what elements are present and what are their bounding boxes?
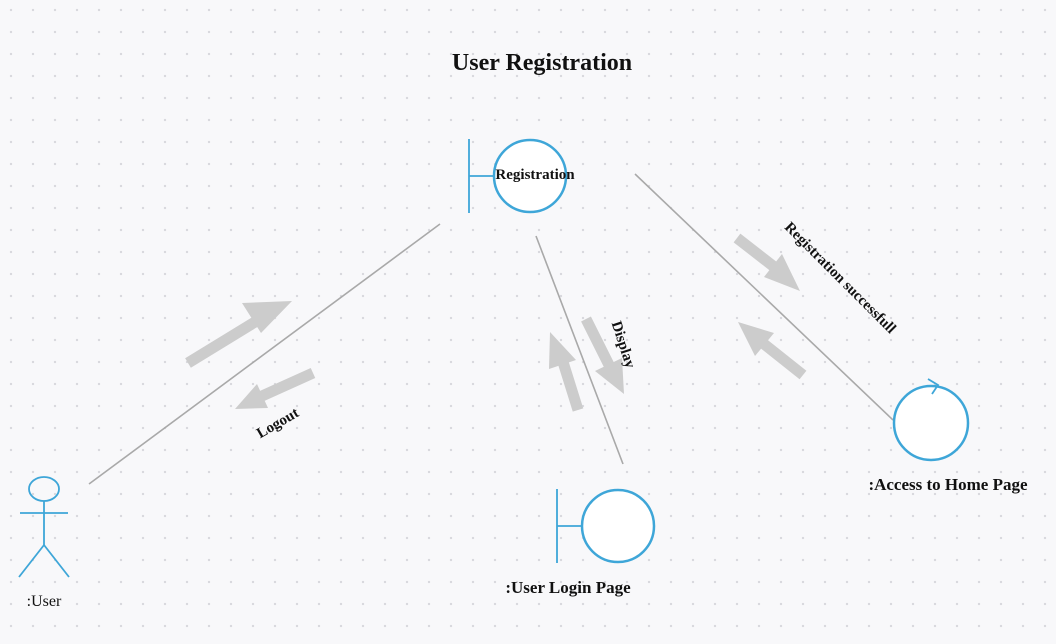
message-arrow-login-to-registration[interactable] xyxy=(549,332,584,412)
link-registration-login-page[interactable] xyxy=(535,235,624,465)
control-arrow-icon xyxy=(927,378,940,395)
link-registration-home-page[interactable] xyxy=(634,173,894,421)
node-home-page-label: :Access to Home Page xyxy=(868,475,1028,494)
link-user-registration[interactable] xyxy=(88,223,441,485)
boundary-icon xyxy=(580,488,656,564)
message-label-logout: Logout xyxy=(254,405,302,442)
message-arrow-home-to-registration[interactable] xyxy=(738,322,807,380)
node-login-page-label: :User Login Page xyxy=(505,578,631,597)
actor-head-icon xyxy=(28,476,60,502)
message-arrow-logout[interactable] xyxy=(235,367,316,409)
node-registration-label: Registration xyxy=(495,167,575,183)
message-arrow-display[interactable] xyxy=(581,316,624,394)
control-icon xyxy=(892,384,970,462)
actor-right-leg xyxy=(43,544,70,578)
node-login-page[interactable]: :User Login Page xyxy=(505,488,656,597)
diagram-title: User Registration xyxy=(452,50,632,76)
node-user[interactable]: :User xyxy=(18,476,70,610)
message-arrow-registration-successfull[interactable] xyxy=(733,233,800,291)
node-registration[interactable]: Registration xyxy=(468,138,575,214)
message-arrow-user-to-registration[interactable] xyxy=(185,301,292,368)
message-label-registration-successfull: Registration successfull xyxy=(781,219,899,337)
boundary-icon xyxy=(492,138,568,214)
actor-left-leg xyxy=(18,544,45,578)
node-user-label: :User xyxy=(27,593,62,610)
node-home-page[interactable]: :Access to Home Page xyxy=(868,378,1028,494)
